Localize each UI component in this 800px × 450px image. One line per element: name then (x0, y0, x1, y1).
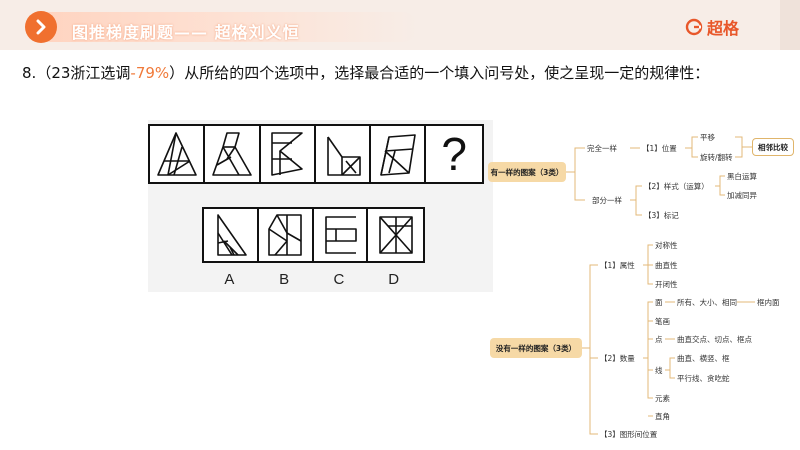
figure-1-shape (156, 132, 197, 176)
figure-5-shape (380, 134, 416, 176)
question-text: 8.（23浙江选调-79%）从所给的四个选项中，选择最合适的一个填入问号处，使之… (22, 62, 709, 83)
question-source: （23浙江选调 (36, 64, 131, 82)
option-a-figure[interactable] (204, 209, 259, 261)
mm-face-detail: 所有、大小、相同 (677, 298, 737, 307)
option-labels: A B C D (202, 271, 425, 288)
brand-name: 超格 (707, 19, 740, 38)
side-stripe (780, 0, 800, 50)
option-b-label[interactable]: B (279, 271, 290, 288)
option-c-figure[interactable] (314, 209, 369, 261)
options-row (202, 207, 425, 263)
question-number: 8. (22, 64, 37, 82)
header-bar: 图推梯度刷题—— 超格刘义恒 超格 (0, 0, 800, 50)
option-b-shape (268, 214, 302, 256)
mm-add-sub: 加减同异 (727, 191, 757, 200)
mm-symmetry: 对称性 (655, 241, 678, 250)
option-c-label[interactable]: C (333, 271, 345, 288)
question-mark: ? (441, 128, 467, 180)
mm-element: 元素 (655, 394, 670, 403)
mm-relation: 【3】图形间位置 (600, 430, 658, 439)
chevron-right-icon[interactable] (25, 11, 57, 43)
figure-1 (150, 126, 206, 182)
question-source-close: ） (169, 64, 185, 82)
option-d-label[interactable]: D (388, 271, 400, 288)
mm-attr: 【1】属性 (600, 261, 635, 270)
mindmap-root-different: 没有一样的图案（3类） (490, 338, 582, 358)
mm-curve: 曲直性 (655, 261, 678, 270)
figure-4-shape (326, 136, 361, 176)
option-b-figure[interactable] (259, 209, 314, 261)
mm-same: 完全一样 (587, 144, 617, 153)
accuracy-rate: -79% (130, 64, 170, 82)
mm-quantity: 【2】数量 (600, 354, 635, 363)
title-banner (28, 12, 418, 42)
mm-style: 【2】样式（运算） (644, 182, 709, 191)
figure-2 (205, 126, 261, 182)
mm-partial: 部分一样 (592, 196, 622, 205)
mindmap-root-same: 有一样的图案（3类） (488, 162, 566, 182)
mm-point-detail: 曲直交点、切点、框点 (677, 335, 752, 344)
mm-stroke: 笔画 (655, 317, 670, 326)
mm-face: 面 (655, 298, 663, 307)
mm-frame-face: 框内面 (757, 298, 780, 307)
brand-logo-icon (685, 18, 703, 36)
option-c-shape (325, 216, 357, 254)
mm-position: 【1】位置 (642, 144, 677, 153)
mm-line-detail-2: 平行线、贪吃蛇 (677, 374, 730, 383)
mm-translate: 平移 (700, 133, 715, 142)
mm-angle: 直角 (655, 412, 670, 421)
mm-compare: 相邻比较 (752, 138, 794, 156)
figure-5 (371, 126, 427, 182)
mm-line-detail-1: 曲直、横竖、框 (677, 354, 730, 363)
figure-3-shape (271, 132, 304, 176)
question-stem: 从所给的四个选项中，选择最合适的一个填入问号处，使之呈现一定的规律性： (184, 64, 710, 82)
mm-open-close: 开闭性 (655, 280, 678, 289)
mm-line: 线 (655, 366, 663, 375)
question-mark-cell: ? (426, 126, 481, 182)
option-a-label[interactable]: A (224, 271, 235, 288)
figure-4 (316, 126, 372, 182)
option-d-shape (378, 216, 413, 254)
figure-2-shape (212, 132, 252, 176)
mm-point: 点 (655, 335, 663, 344)
puzzle-sequence: ? (148, 124, 484, 184)
option-d-figure[interactable] (368, 209, 423, 261)
page-title: 图推梯度刷题—— 超格刘义恒 (72, 23, 300, 42)
mm-bw-op: 黑白运算 (727, 172, 757, 181)
mm-mark: 【3】标记 (644, 211, 679, 220)
option-a-shape (217, 214, 248, 256)
figure-3 (261, 126, 316, 182)
brand-logo: 超格 (685, 15, 739, 39)
mm-rotate: 旋转/翻转 (700, 153, 733, 162)
